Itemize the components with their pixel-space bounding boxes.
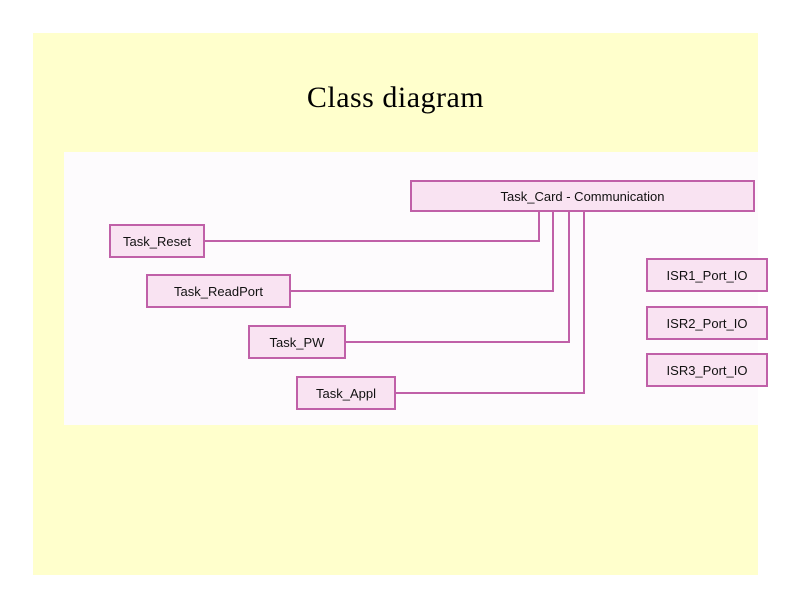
node-task-appl[interactable]: Task_Appl	[296, 376, 396, 410]
page-title: Class diagram	[306, 81, 485, 114]
node-isr2-port-io[interactable]: ISR2_Port_IO	[646, 306, 768, 340]
node-task-pw[interactable]: Task_PW	[248, 325, 346, 359]
node-task-reset[interactable]: Task_Reset	[109, 224, 205, 258]
node-task-card[interactable]: Task_Card - Communication	[410, 180, 755, 212]
edge-card-to-reset	[204, 211, 540, 242]
diagram-panel: Task_Card - Communication Task_Reset Tas…	[64, 152, 768, 425]
node-isr1-port-io[interactable]: ISR1_Port_IO	[646, 258, 768, 292]
edge-card-to-pw	[345, 211, 570, 343]
edge-card-to-appl	[395, 211, 585, 394]
edge-card-to-readport	[290, 211, 554, 292]
node-isr3-port-io[interactable]: ISR3_Port_IO	[646, 353, 768, 387]
slide: Class diagram Task_Card - Communication …	[33, 33, 768, 575]
node-task-readport[interactable]: Task_ReadPort	[146, 274, 291, 308]
